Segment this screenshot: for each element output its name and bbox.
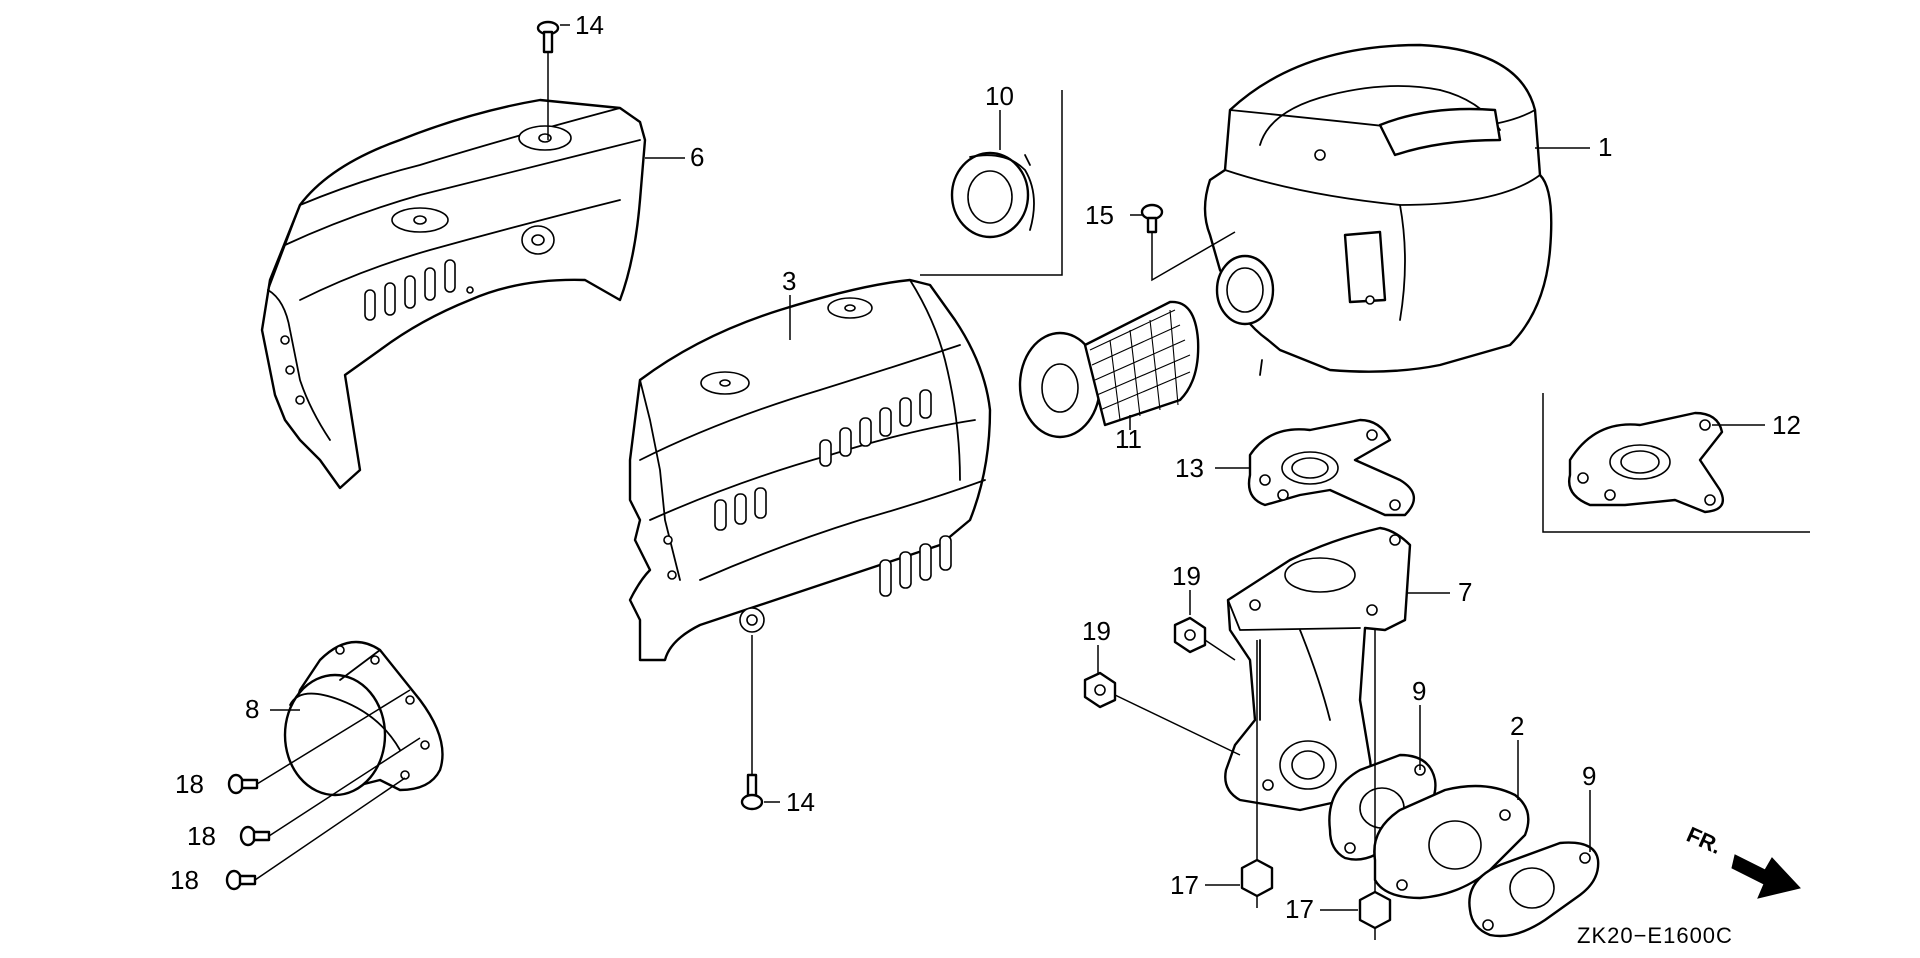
callout-leaders xyxy=(270,24,1765,911)
exhaust-deflector xyxy=(283,640,444,797)
front-direction-indicator: FR. xyxy=(1683,822,1801,899)
callout-14-bottom: 14 xyxy=(786,787,815,817)
exhaust-pipe xyxy=(1224,526,1412,812)
bracket-12 xyxy=(1542,393,1810,533)
callout-1: 1 xyxy=(1598,132,1612,162)
callout-labels: 1 2 3 6 7 8 9 9 10 11 12 13 14 14 15 17 … xyxy=(170,10,1801,924)
muffler xyxy=(1203,43,1553,376)
gasket-13 xyxy=(1247,418,1415,517)
callout-6: 6 xyxy=(690,142,704,172)
muffler-protector-front xyxy=(628,278,992,662)
gasket-12 xyxy=(1568,411,1725,514)
callout-15: 15 xyxy=(1085,200,1114,230)
bolt-18-c xyxy=(225,777,406,891)
callout-12: 12 xyxy=(1772,410,1801,440)
callout-10: 10 xyxy=(985,81,1014,111)
nut-19-upper xyxy=(1173,616,1236,661)
callout-17-left: 17 xyxy=(1170,870,1199,900)
callout-14-top: 14 xyxy=(575,10,604,40)
callout-18-c: 18 xyxy=(170,865,199,895)
bolt-14-bottom xyxy=(740,635,764,811)
callout-11: 11 xyxy=(1115,424,1142,454)
bolt-18-b xyxy=(239,737,421,847)
gasket-9-lower xyxy=(1468,841,1600,938)
callout-19-lower: 19 xyxy=(1082,616,1111,646)
callout-9-upper: 9 xyxy=(1412,676,1426,706)
callout-13: 13 xyxy=(1175,453,1204,483)
spark-arrester xyxy=(1018,300,1200,439)
muffler-seal-ring xyxy=(950,151,1035,239)
callout-3: 3 xyxy=(782,266,796,296)
nut-17-left xyxy=(1240,640,1274,908)
front-direction-label: FR. xyxy=(1683,822,1726,859)
diagram-code: ZK20−E1600C xyxy=(1577,923,1733,948)
nut-17-right xyxy=(1358,630,1392,940)
callout-17-right: 17 xyxy=(1285,894,1314,924)
callout-18-a: 18 xyxy=(175,769,204,799)
bolt-18-a xyxy=(227,689,411,795)
nut-19-lower xyxy=(1083,671,1241,756)
front-direction-arrow-icon xyxy=(1731,854,1801,899)
callout-2: 2 xyxy=(1510,711,1524,741)
callout-18-b: 18 xyxy=(187,821,216,851)
bolt-14-top xyxy=(536,20,560,140)
callout-7: 7 xyxy=(1458,577,1472,607)
callout-8: 8 xyxy=(245,694,259,724)
heat-shield-rear xyxy=(260,98,647,490)
bracket-10 xyxy=(920,90,1063,276)
callout-19-upper: 19 xyxy=(1172,561,1201,591)
bolt-15 xyxy=(1140,203,1236,282)
callout-9-lower: 9 xyxy=(1582,761,1596,791)
